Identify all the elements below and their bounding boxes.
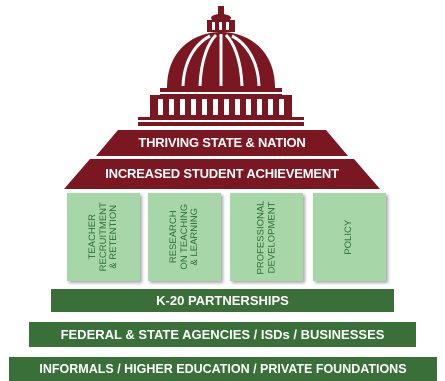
capitol-dome-illustration: [138, 6, 304, 126]
crown-second-band: [64, 159, 380, 189]
pillar-label: RESEARCH ON TEACHING & LEARNING: [167, 204, 200, 270]
dome-drum-band: [160, 88, 282, 95]
pillar-label: POLICY: [343, 219, 355, 255]
pillar-research: RESEARCH ON TEACHING & LEARNING: [148, 193, 221, 281]
pillar-teacher-recruitment: TEACHER RECRUITMENT & RETENTION: [67, 193, 140, 281]
crown-second-label: INCREASED STUDENT ACHIEVEMENT: [105, 166, 339, 181]
foundation-tier-agencies: FEDERAL & STATE AGENCIES / ISDs / BUSINE…: [29, 322, 416, 347]
pillar-professional-development: PROFESSIONAL DEVELOPMENT: [230, 193, 303, 281]
pillar-policy: POLICY: [313, 193, 386, 281]
foundation-tier-informals: INFORMALS / HIGHER EDUCATION / PRIVATE F…: [9, 357, 437, 381]
crown-top-label: THRIVING STATE & NATION: [138, 135, 306, 150]
foundation-tier-k20: K-20 PARTNERSHIPS: [51, 289, 394, 312]
pillar-label: PROFESSIONAL DEVELOPMENT: [255, 200, 277, 274]
pillar-label: TEACHER RECRUITMENT & RETENTION: [86, 202, 119, 272]
dome-colonnade: [150, 95, 292, 117]
crown-top-band: [96, 130, 348, 156]
dome-finial: [218, 6, 224, 16]
